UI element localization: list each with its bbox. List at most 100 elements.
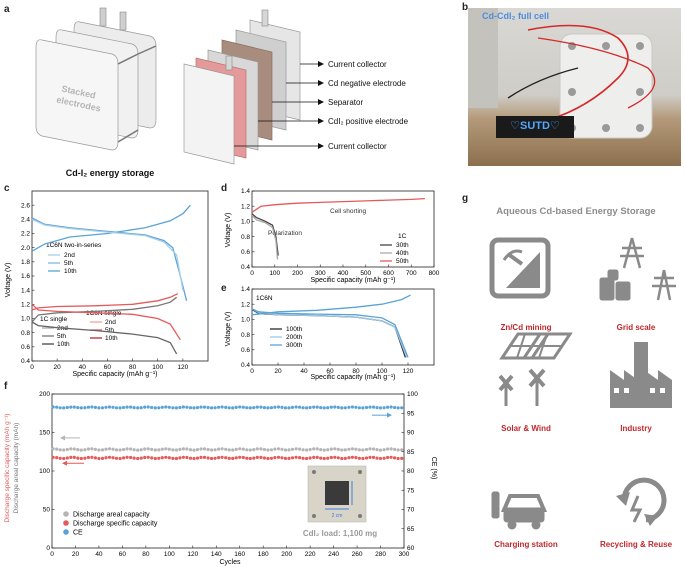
data-point — [83, 406, 87, 410]
data-point — [100, 448, 105, 452]
x-tick-label: 100 — [164, 551, 175, 558]
x-tick-label: 160 — [234, 551, 245, 558]
y-right-tick-label: 60 — [407, 545, 415, 552]
x-tick-label: 120 — [177, 364, 188, 371]
data-point — [83, 456, 87, 460]
legend-entry: 40th — [396, 250, 409, 257]
x-tick-label: 140 — [211, 551, 222, 558]
data-point — [252, 406, 256, 410]
data-point — [227, 456, 231, 460]
data-point — [157, 456, 161, 460]
data-point — [396, 456, 400, 461]
data-point — [319, 456, 323, 460]
data-point — [104, 405, 108, 409]
data-point — [139, 456, 143, 460]
data-point — [273, 456, 277, 460]
x-tick-label: 220 — [305, 551, 316, 558]
data-point — [72, 455, 76, 459]
data-point — [308, 447, 312, 452]
data-point — [195, 406, 200, 410]
x-tick-label: 120 — [403, 368, 414, 375]
data-point — [111, 405, 115, 409]
legend-marker — [63, 520, 69, 526]
data-point — [86, 405, 90, 409]
data-point — [51, 455, 55, 459]
y-tick-label: 0.8 — [241, 234, 250, 241]
data-point — [192, 456, 196, 461]
data-point — [400, 456, 404, 460]
data-point — [213, 448, 217, 452]
data-point — [389, 405, 393, 409]
data-point — [400, 448, 404, 452]
chart-e-xlabel: Specific capacity (mAh g⁻¹) — [311, 374, 396, 381]
data-point — [146, 447, 150, 451]
data-point — [329, 455, 333, 460]
data-point — [178, 405, 182, 410]
y-tick-label: 1.0 — [241, 219, 250, 226]
chart-d: Voltage (V) Specific capacity (mAh g⁻¹) … — [225, 188, 440, 284]
data-point — [283, 456, 288, 460]
data-point — [396, 448, 400, 452]
data-point — [312, 405, 316, 409]
x-tick-label: 80 — [129, 364, 137, 371]
panel-label-d: d — [221, 183, 228, 194]
x-tick-label: 100 — [269, 270, 280, 277]
data-point — [382, 456, 386, 460]
legend-entry: 50th — [396, 258, 409, 265]
panel-b-photo: Cd-CdI₂ full cell ♡SUTD♡ — [468, 8, 681, 166]
data-point — [171, 456, 175, 460]
data-point — [269, 448, 273, 452]
y-tick-label: 1.4 — [241, 286, 250, 293]
data-point — [396, 406, 400, 410]
data-point — [262, 406, 266, 410]
x-tick-label: 800 — [429, 270, 440, 277]
legend-entry: 2nd — [64, 252, 75, 259]
data-point — [86, 455, 90, 460]
data-point — [326, 448, 330, 452]
y-tick-label: 0.4 — [21, 358, 30, 365]
data-point — [224, 456, 228, 460]
data-point — [178, 447, 182, 451]
data-point — [107, 455, 112, 459]
data-point — [202, 405, 207, 409]
x-tick-label: 200 — [281, 551, 292, 558]
data-point — [90, 455, 94, 459]
legend-title: 1C single — [40, 316, 67, 323]
y-tick-label: 200 — [39, 391, 50, 398]
data-point — [97, 406, 101, 410]
data-point — [298, 405, 302, 409]
x-tick-label: 60 — [326, 368, 334, 375]
data-point — [129, 447, 133, 451]
data-point — [146, 455, 150, 459]
data-point — [382, 448, 386, 452]
data-point — [361, 448, 365, 452]
panel-g-title: Aqueous Cd-based Energy Storage — [496, 206, 656, 217]
data-point — [136, 448, 140, 452]
data-point — [305, 448, 309, 452]
chart-d-annotation-polarization: Polarization — [268, 230, 302, 237]
data-point — [195, 456, 200, 460]
data-point — [368, 405, 372, 409]
data-point — [386, 455, 390, 460]
data-point — [104, 456, 108, 460]
y-tick-label: 2.6 — [21, 202, 30, 209]
data-point — [93, 447, 97, 451]
data-point — [69, 447, 73, 451]
data-point — [62, 406, 66, 410]
data-point — [245, 448, 249, 452]
x-tick-label: 300 — [315, 270, 326, 277]
data-point — [371, 405, 376, 409]
x-tick-label: 80 — [142, 551, 150, 558]
data-point — [354, 456, 358, 460]
data-point — [273, 447, 277, 451]
series-line-300th-charge — [251, 294, 411, 316]
stacked-cells-graphic: Stacked electrodes — [35, 7, 157, 151]
data-point — [336, 456, 340, 460]
data-point — [350, 405, 354, 409]
data-point — [157, 406, 161, 410]
data-point — [107, 405, 112, 409]
data-point — [153, 456, 157, 461]
x-tick-label: 0 — [50, 551, 54, 558]
